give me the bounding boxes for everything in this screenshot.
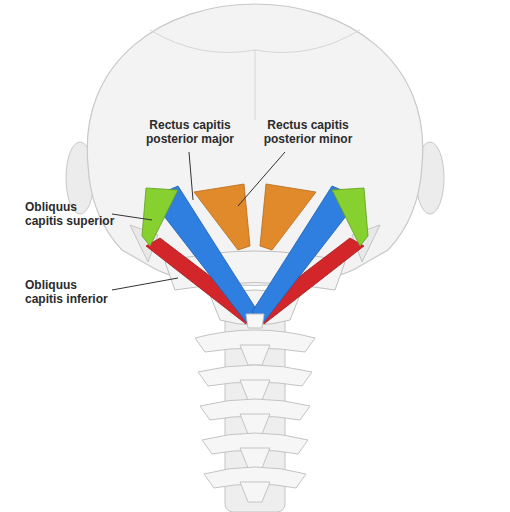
cervical-spine bbox=[195, 300, 315, 512]
skull bbox=[66, 4, 444, 286]
muscle-label: Rectus capitis posterior minor bbox=[252, 118, 364, 146]
muscle-label: Rectus capitis posterior major bbox=[134, 118, 246, 146]
muscles-left bbox=[142, 184, 258, 324]
leader-lines bbox=[112, 152, 285, 290]
axis-spinous-process bbox=[246, 314, 264, 328]
muscle-label: Obliquus capitis inferior bbox=[25, 278, 115, 306]
muscles-right bbox=[252, 184, 368, 324]
muscle-label: Obliquus capitis superior bbox=[25, 200, 115, 228]
